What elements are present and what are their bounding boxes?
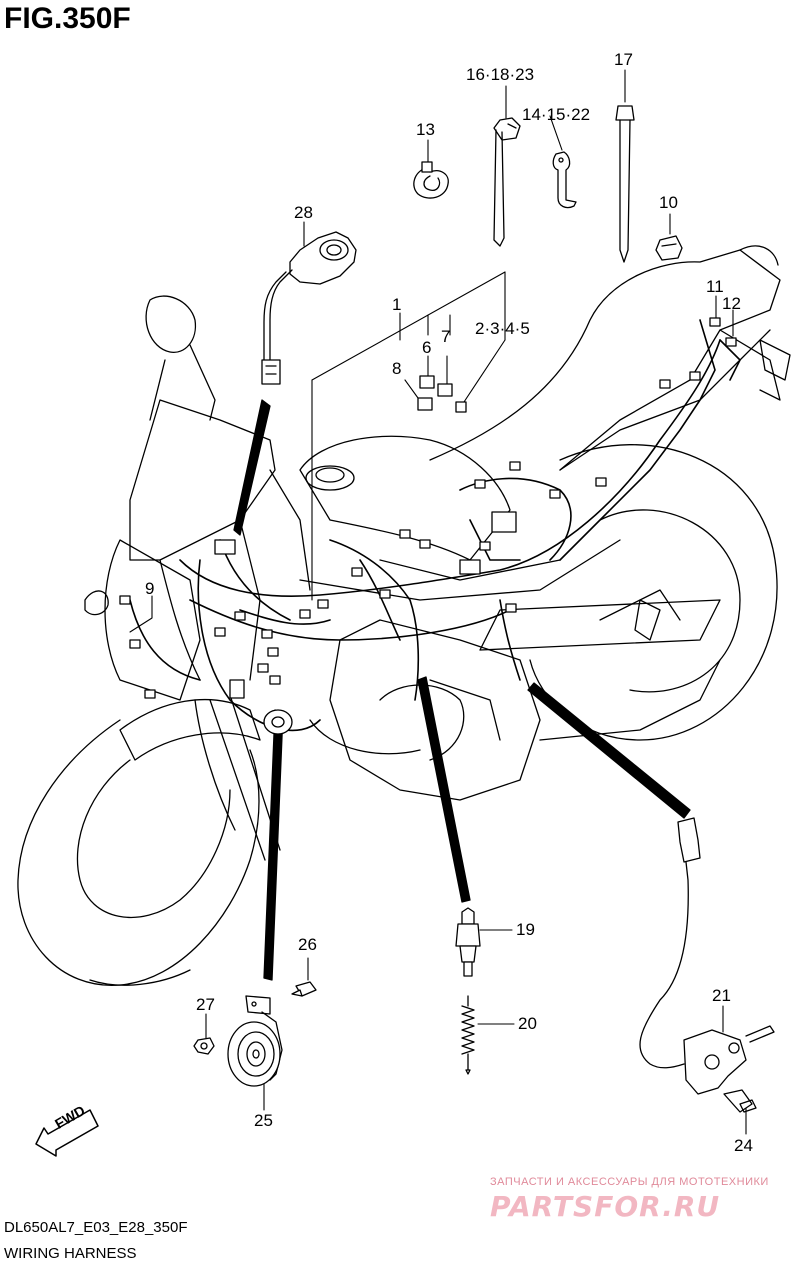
callout-11: 11 (706, 277, 724, 296)
small-clamp-part (655, 235, 683, 261)
motorcycle-outline (17, 245, 791, 986)
callout-1: 1 (392, 295, 402, 314)
clamp-part (413, 161, 449, 199)
callout-10: 10 (659, 193, 678, 212)
figure-name: WIRING HARNESS (4, 1245, 137, 1262)
callout-13: 13 (416, 120, 435, 139)
callout-9: 9 (145, 579, 155, 598)
callout-17: 17 (614, 50, 633, 69)
callout-14-15-22: 14·15·22 (522, 105, 591, 124)
relays-fuses-part (417, 375, 467, 413)
callout-6: 6 (422, 338, 432, 357)
callout-19: 19 (516, 920, 535, 939)
watermark-logo: PARTSFOR.RU (490, 1190, 721, 1223)
accessory-socket-part (261, 231, 357, 385)
horn-bolt-part (291, 981, 317, 997)
watermark-subtitle: ЗАПЧАСТИ И АКСЕССУАРЫ ДЛЯ МОТОТЕХНИКИ (490, 1176, 769, 1188)
callout-25: 25 (254, 1111, 273, 1130)
callout-16-18-23: 16·18·23 (466, 65, 535, 84)
cable-tie-clip-part (493, 117, 521, 247)
horn-part (227, 995, 283, 1087)
leader-lines (129, 69, 747, 1135)
sensor-part (639, 817, 775, 1095)
figure-code: DL650AL7_E03_E28_350F (4, 1219, 188, 1236)
callout-21: 21 (712, 986, 731, 1005)
horn-on-bike (263, 709, 293, 735)
switch-part (455, 907, 481, 977)
fwd-arrow (35, 1109, 99, 1157)
harness-wires (129, 319, 741, 732)
callout-27: 27 (196, 995, 215, 1014)
callout-2-3-4-5: 2·3·4·5 (475, 319, 530, 338)
bolt-part (723, 1089, 757, 1113)
pointer-wedges (233, 399, 691, 981)
figure-title: FIG.350F (4, 2, 131, 35)
callout-8: 8 (392, 359, 402, 378)
spring-part (461, 995, 475, 1075)
cable-tie-part (615, 105, 635, 263)
callout-26: 26 (298, 935, 317, 954)
callout-28: 28 (294, 203, 313, 222)
callout-7: 7 (441, 327, 451, 346)
callout-12: 12 (722, 294, 741, 313)
callout-24: 24 (734, 1136, 753, 1155)
harness-connectors (119, 317, 737, 699)
horn-nut-part (193, 1037, 215, 1055)
callout-20: 20 (518, 1014, 537, 1033)
holder-part (552, 151, 577, 209)
